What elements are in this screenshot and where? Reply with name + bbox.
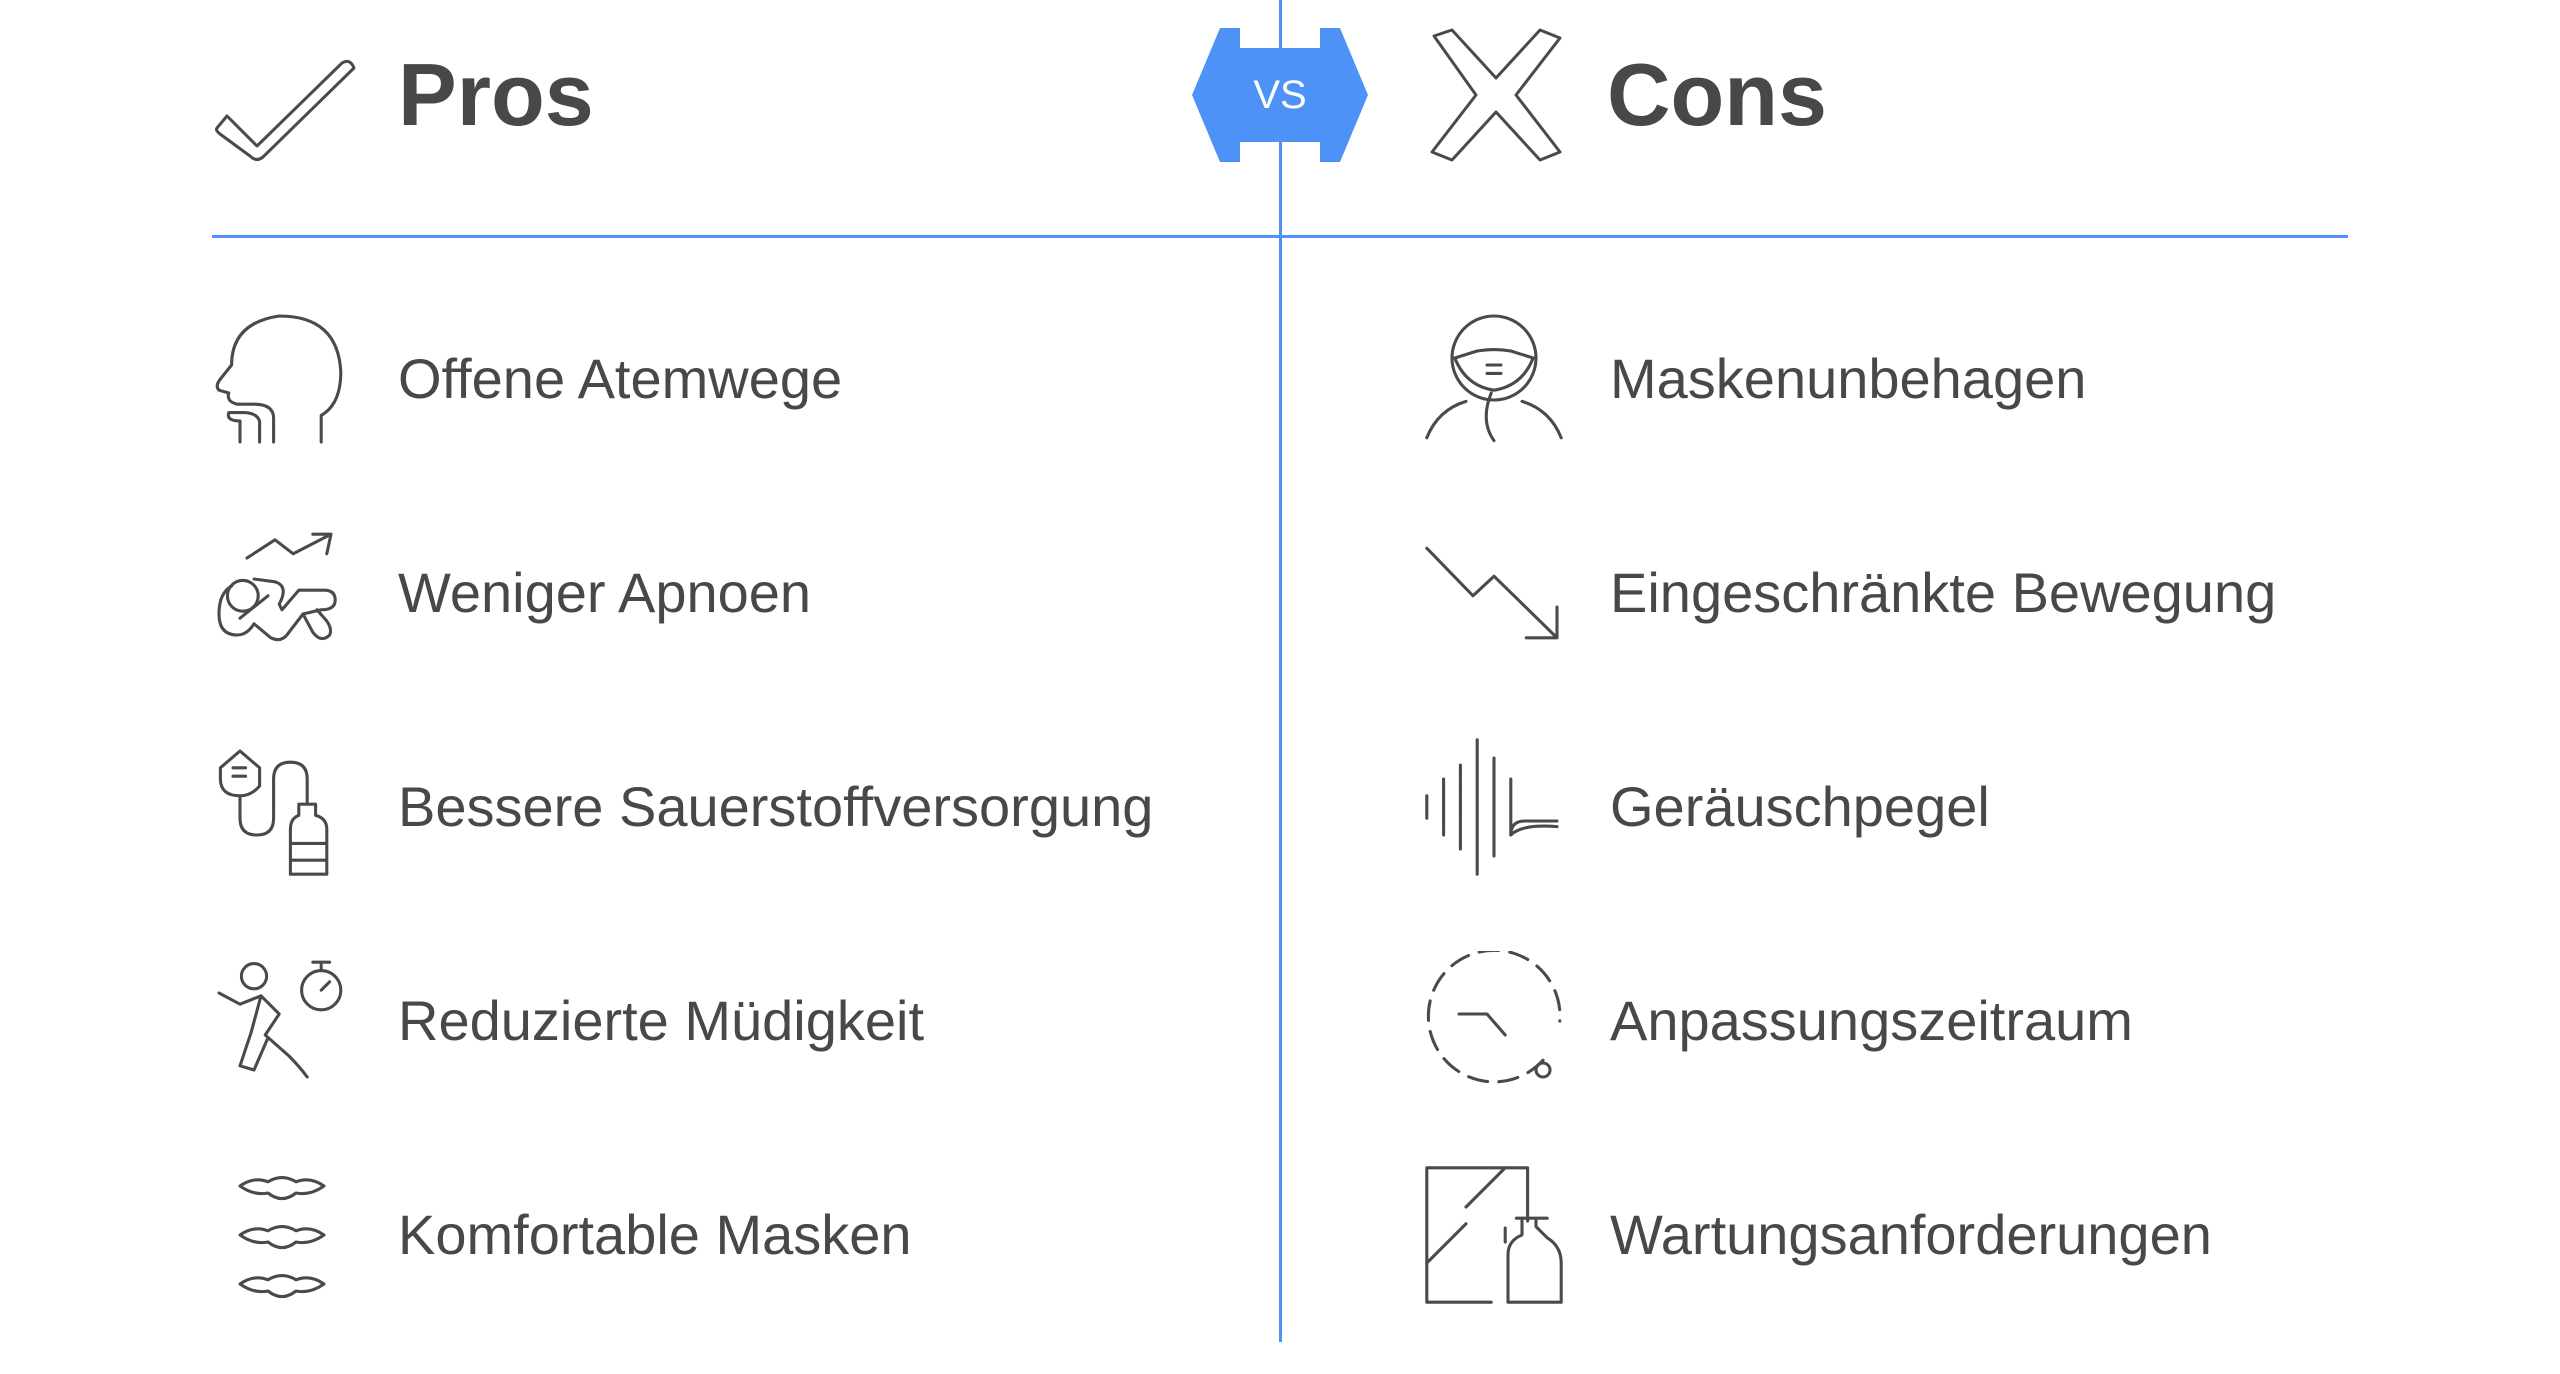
header-divider — [212, 235, 2348, 238]
con-item: Maskenunbehagen — [1424, 294, 2086, 464]
running-person-stopwatch-icon — [217, 960, 343, 1079]
vs-label: VS — [1253, 73, 1306, 117]
pro-label: Weniger Apnoen — [398, 561, 812, 624]
pro-item: Offene Atemwege — [212, 294, 842, 464]
con-label: Wartungsanforderungen — [1610, 1203, 2212, 1266]
dashed-clock-icon — [1426, 951, 1562, 1084]
pro-label: Bessere Sauerstoffversorgung — [398, 775, 1154, 838]
head-airway-icon — [215, 314, 343, 444]
cleaning-spray-icon — [1425, 1166, 1563, 1304]
con-label: Geräuschpegel — [1610, 775, 1990, 838]
con-item: Anpassungszeitraum — [1424, 936, 2133, 1106]
pro-item: Komfortable Masken — [212, 1150, 912, 1320]
con-item: Wartungsanforderungen — [1424, 1150, 2212, 1320]
center-divider — [1279, 0, 1282, 1342]
sleeping-person-trend-up-icon — [217, 532, 337, 642]
con-item: Geräuschpegel — [1424, 722, 1990, 892]
con-label: Eingeschränkte Bewegung — [1610, 561, 2277, 624]
masks-stack-icon — [238, 1176, 326, 1299]
oxygen-mask-tank-icon — [218, 749, 329, 876]
checkmark-icon — [214, 59, 356, 161]
person-mask-icon — [1425, 314, 1563, 443]
pro-label: Reduzierte Müdigkeit — [398, 989, 925, 1052]
x-cross-icon — [1430, 28, 1562, 162]
pro-label: Komfortable Masken — [398, 1203, 912, 1266]
pro-item: Reduzierte Müdigkeit — [212, 936, 924, 1106]
con-item: Eingeschränkte Bewegung — [1424, 508, 2276, 678]
sound-wave-icon — [1425, 738, 1559, 876]
con-label: Maskenunbehagen — [1610, 347, 2087, 410]
pros-title: Pros — [398, 45, 594, 144]
vs-badge: VS — [1192, 28, 1368, 162]
con-label: Anpassungszeitraum — [1610, 989, 2133, 1052]
pro-item: Bessere Sauerstoffversorgung — [212, 722, 1153, 892]
trend-down-icon — [1425, 546, 1559, 640]
pro-item: Weniger Apnoen — [212, 508, 811, 678]
pro-label: Offene Atemwege — [398, 347, 843, 410]
cons-title: Cons — [1607, 45, 1827, 144]
